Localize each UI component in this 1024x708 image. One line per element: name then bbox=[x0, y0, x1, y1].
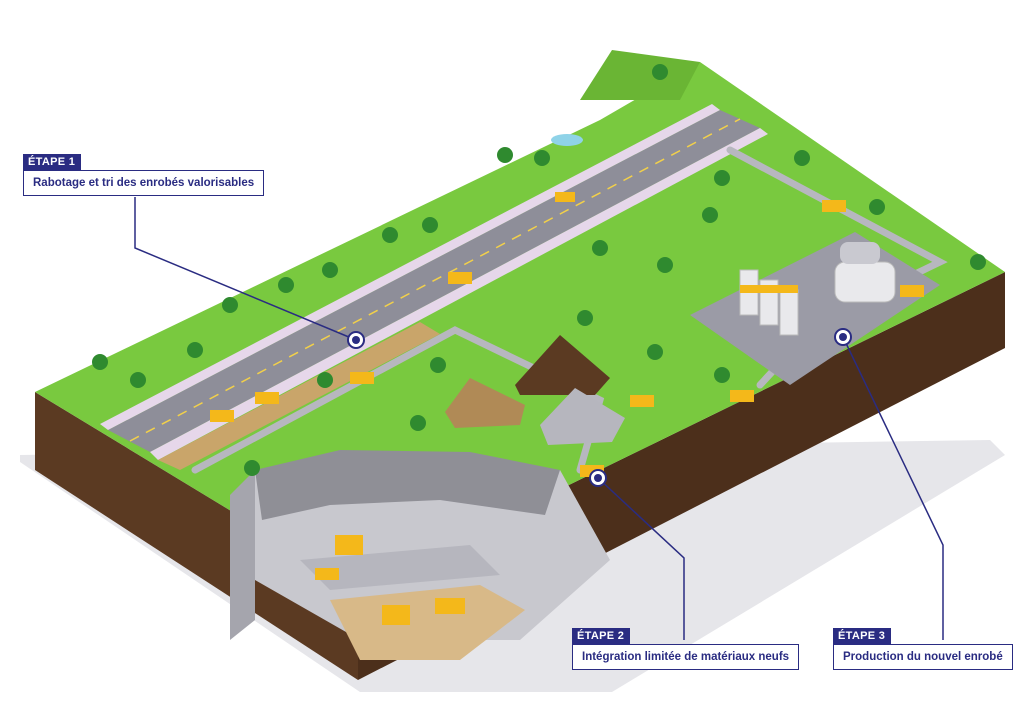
tree bbox=[430, 357, 446, 373]
tree bbox=[970, 254, 986, 270]
tree bbox=[534, 150, 550, 166]
quarry-bench bbox=[300, 545, 500, 590]
callout-step1-tag: ÉTAPE 1 bbox=[23, 154, 82, 170]
excavator bbox=[382, 605, 410, 625]
leader-line-step2 bbox=[597, 477, 685, 640]
truck bbox=[900, 285, 924, 297]
truck bbox=[435, 598, 465, 614]
truck bbox=[210, 410, 234, 422]
tree bbox=[130, 372, 146, 388]
truck bbox=[555, 192, 575, 202]
truck bbox=[730, 390, 754, 402]
callout-step3-text: Production du nouvel enrobé bbox=[833, 644, 1013, 670]
callout-step1-text: Rabotage et tri des enrobés valorisables bbox=[23, 170, 265, 196]
silo bbox=[779, 289, 799, 336]
road-center-line bbox=[129, 118, 741, 442]
callout-step3: ÉTAPE 3 Production du nouvel enrobé bbox=[833, 626, 1013, 670]
tree bbox=[92, 354, 108, 370]
tree bbox=[278, 277, 294, 293]
tree bbox=[702, 207, 718, 223]
milling-strip bbox=[158, 322, 440, 470]
tree bbox=[577, 310, 593, 326]
callout-step3-tag: ÉTAPE 3 bbox=[833, 628, 892, 644]
leader-line-step1 bbox=[134, 197, 357, 341]
leader-line-step3 bbox=[842, 336, 944, 640]
tree bbox=[187, 342, 203, 358]
road-shoulder-left bbox=[100, 104, 720, 430]
tree bbox=[794, 150, 810, 166]
truck bbox=[350, 372, 374, 384]
soil-left-side bbox=[35, 392, 358, 680]
truck bbox=[255, 392, 279, 404]
tree bbox=[322, 262, 338, 278]
sand-pile bbox=[445, 378, 525, 428]
callout-step2: ÉTAPE 2 Intégration limitée de matériaux… bbox=[572, 626, 800, 670]
pond bbox=[551, 134, 583, 146]
soil-pile-dark bbox=[515, 335, 610, 395]
tree bbox=[652, 64, 668, 80]
plant-tank bbox=[840, 242, 880, 264]
tree bbox=[244, 460, 260, 476]
truck bbox=[448, 272, 472, 284]
road-shoulder-right bbox=[150, 128, 768, 460]
grass-top bbox=[35, 62, 1005, 588]
tree bbox=[382, 227, 398, 243]
tree bbox=[714, 170, 730, 186]
quarry-wall-left bbox=[230, 470, 255, 640]
silo-band bbox=[740, 285, 798, 293]
marker-step1[interactable] bbox=[347, 331, 365, 349]
tree bbox=[869, 199, 885, 215]
tree bbox=[222, 297, 238, 313]
tree bbox=[714, 367, 730, 383]
callout-step2-text: Intégration limitée de matériaux neufs bbox=[572, 644, 800, 670]
marker-step2[interactable] bbox=[589, 469, 607, 487]
tree bbox=[497, 147, 513, 163]
quarry-floor bbox=[330, 585, 525, 660]
excavator bbox=[335, 535, 363, 555]
tree bbox=[317, 372, 333, 388]
quarry-rocks bbox=[255, 450, 560, 520]
grass-hill bbox=[580, 50, 700, 100]
marker-step3[interactable] bbox=[834, 328, 852, 346]
tree bbox=[410, 415, 426, 431]
tree bbox=[657, 257, 673, 273]
truck bbox=[630, 395, 654, 407]
truck bbox=[315, 568, 339, 580]
callout-step2-tag: ÉTAPE 2 bbox=[572, 628, 631, 644]
plant-building bbox=[834, 261, 896, 303]
callout-step1: ÉTAPE 1 Rabotage et tri des enrobés valo… bbox=[23, 152, 265, 196]
truck bbox=[822, 200, 846, 212]
tree bbox=[647, 344, 663, 360]
tree bbox=[592, 240, 608, 256]
gravel-pile bbox=[540, 388, 625, 445]
tree bbox=[422, 217, 438, 233]
